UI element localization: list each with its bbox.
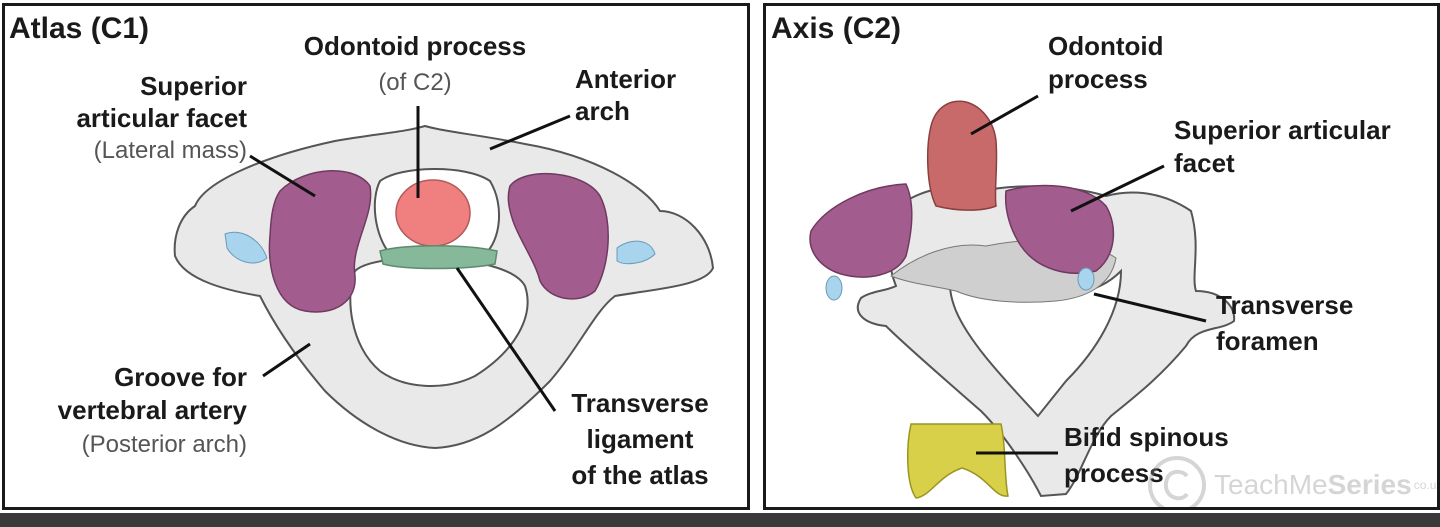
atlas-odontoid-process <box>395 179 471 247</box>
label-axis-superior-facet-2: facet <box>1174 148 1235 178</box>
leader-superior-facet <box>249 154 316 198</box>
axis-superior-articular-facet-right <box>1004 184 1115 274</box>
axis-transverse-foramen-left <box>825 275 843 301</box>
label-axis-transverse-foramen-2: foramen <box>1216 326 1319 356</box>
watermark-text: TeachMeSeries <box>1214 469 1412 500</box>
label-axis-odontoid-2: process <box>1048 64 1148 94</box>
leader-transverse-ligament <box>455 267 557 412</box>
label-odontoid-process: Odontoid process <box>303 31 527 61</box>
leader-axis-superior-facet <box>1070 164 1165 213</box>
axis-bifid-spinous-process <box>906 423 1009 499</box>
atlas-illustration <box>173 106 715 450</box>
watermark: TeachMeSeries co.uk <box>1146 454 1440 507</box>
atlas-superior-articular-facet-right <box>507 173 609 300</box>
axis-transverse-foramen-right <box>1077 267 1095 291</box>
label-superior-articular-facet-1: Superior <box>140 71 247 101</box>
label-odontoid-sub: (of C2) <box>378 69 452 96</box>
atlas-transverse-foramen-left <box>224 231 268 264</box>
leader-axis-odontoid <box>970 94 1039 136</box>
label-transverse-ligament-3: of the atlas <box>571 460 709 490</box>
atlas-title: Atlas (C1) <box>9 12 150 45</box>
atlas-transverse-foramen-right <box>616 240 656 265</box>
label-axis-bifid-1: Bifid spinous <box>1064 422 1229 452</box>
label-groove-1: Groove for <box>114 362 247 392</box>
label-anterior-arch-1: Anterior <box>575 64 677 94</box>
bottom-bar <box>0 513 1440 527</box>
leader-anterior-arch <box>489 114 571 151</box>
label-anterior-arch-2: arch <box>575 96 630 126</box>
label-posterior-arch: (Posterior arch) <box>81 431 247 458</box>
axis-odontoid-process <box>926 100 998 211</box>
label-axis-superior-facet-1: Superior articular <box>1174 115 1391 145</box>
atlas-superior-articular-facet-left <box>268 170 372 313</box>
leader-axis-transverse-foramen <box>1093 292 1207 323</box>
atlas-panel: Atlas (C1) Odontoid process (of C2) Supe… <box>2 3 750 510</box>
axis-panel: Axis (C2) Odontoid process Superior arti… <box>763 3 1440 510</box>
atlas-transverse-ligament <box>379 245 498 270</box>
label-groove-2: vertebral artery <box>57 395 247 425</box>
axis-title: Axis (C2) <box>771 12 902 45</box>
label-axis-odontoid-1: Odontoid <box>1048 31 1164 61</box>
leader-groove <box>262 342 311 378</box>
copyright-icon <box>1148 456 1206 507</box>
label-axis-bifid-2: process <box>1064 458 1164 488</box>
axis-superior-articular-facet-left <box>809 183 913 278</box>
label-transverse-ligament-2: ligament <box>586 424 694 454</box>
label-axis-transverse-foramen-1: Transverse <box>1216 290 1354 320</box>
label-transverse-ligament-1: Transverse <box>571 388 709 418</box>
axis-illustration <box>809 94 1236 499</box>
label-superior-articular-facet-2: articular facet <box>76 103 247 133</box>
label-lateral-mass: (Lateral mass) <box>93 137 247 164</box>
watermark-suffix: co.uk <box>1413 478 1440 492</box>
